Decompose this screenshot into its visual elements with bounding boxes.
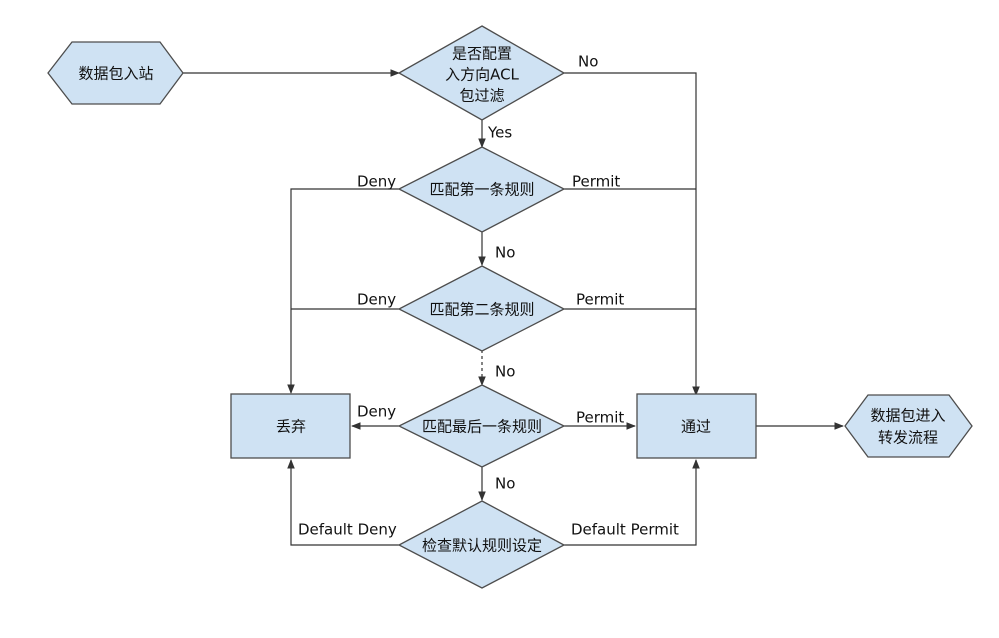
label-rule2-permit: Permit [576, 291, 624, 309]
edge-rule1-deny [287, 188, 399, 394]
node-forward-label-2: 转发流程 [878, 429, 938, 447]
node-pass-label: 通过 [681, 418, 711, 436]
label-default-deny: Default Deny [298, 521, 397, 539]
label-acl-yes: Yes [487, 124, 512, 142]
label-rule1-no: No [495, 244, 515, 262]
node-acl-check-label-2: 入方向ACL [445, 66, 519, 84]
label-acl-no: No [578, 53, 598, 71]
node-acl-check-label-3: 包过滤 [459, 87, 504, 105]
edge-labels: No Yes Deny Permit No Deny Permit No Den… [298, 53, 679, 539]
node-rule2: 匹配第二条规则 [397, 265, 566, 352]
node-discard-label: 丢弃 [276, 418, 306, 436]
edges [183, 69, 844, 546]
node-rule1-label: 匹配第一条规则 [429, 181, 534, 199]
node-rule1: 匹配第一条规则 [397, 146, 566, 233]
label-rule2-deny: Deny [357, 291, 396, 309]
label-default-permit: Default Permit [571, 521, 679, 539]
node-default-check-label: 检查默认规则设定 [422, 537, 542, 555]
label-rule2-no: No [495, 363, 515, 381]
node-packet-in: 数据包入站 [47, 41, 184, 105]
node-rule2-label: 匹配第二条规则 [429, 301, 534, 319]
edge-default-deny [287, 459, 399, 546]
node-packet-in-label: 数据包入站 [78, 65, 153, 83]
node-pass: 通过 [636, 393, 757, 459]
node-forward: 数据包进入 转发流程 [844, 394, 973, 458]
label-last-deny: Deny [357, 403, 396, 421]
node-rule-last: 匹配最后一条规则 [397, 384, 566, 468]
node-acl-check-label-1: 是否配置 [452, 45, 512, 63]
label-last-no: No [495, 475, 515, 493]
label-rule1-permit: Permit [572, 173, 620, 191]
node-discard: 丢弃 [230, 393, 351, 459]
node-default-check: 检查默认规则设定 [397, 500, 566, 589]
edge-default-permit [564, 459, 700, 546]
label-rule1-deny: Deny [357, 173, 396, 191]
node-rule-last-label: 匹配最后一条规则 [422, 418, 542, 436]
edge-acl-no [564, 72, 700, 396]
node-forward-label-1: 数据包进入 [870, 407, 945, 425]
node-acl-check: 是否配置 入方向ACL 包过滤 [397, 25, 566, 121]
label-last-permit: Permit [576, 409, 624, 427]
